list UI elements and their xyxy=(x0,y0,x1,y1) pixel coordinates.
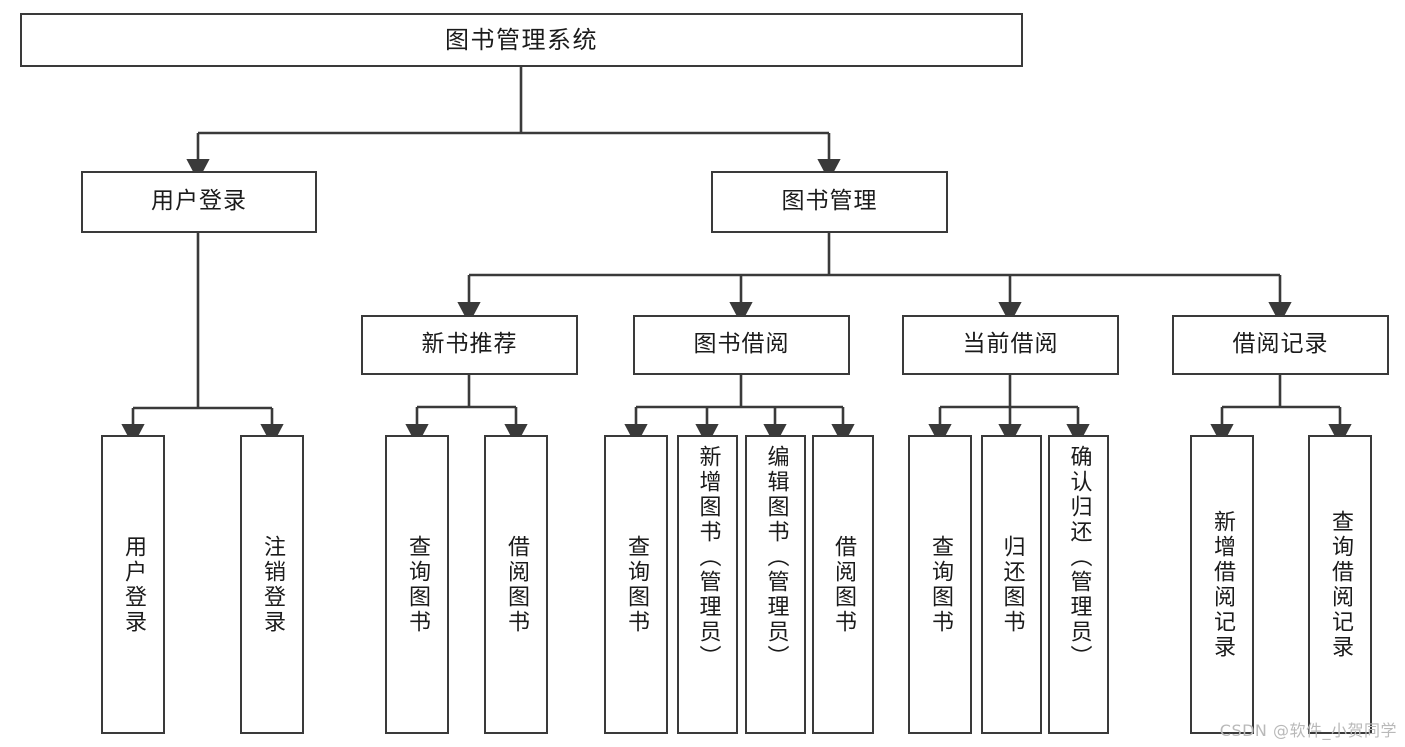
node-leaf-borrow-book-2[interactable]: 借阅图书 xyxy=(812,435,874,734)
node-book-borrow[interactable]: 图书借阅 xyxy=(633,315,850,375)
node-label: 借阅图书 xyxy=(504,534,529,635)
node-leaf-add-record[interactable]: 新增借阅记录 xyxy=(1190,435,1254,734)
node-label: 新书推荐 xyxy=(421,331,518,358)
node-label: 查询图书 xyxy=(928,534,953,635)
node-label: 编辑图书（管理员） xyxy=(763,445,789,670)
node-label: 用户登录 xyxy=(121,534,146,635)
node-leaf-query-book-2[interactable]: 查询图书 xyxy=(604,435,668,734)
node-label: 当前借阅 xyxy=(962,331,1059,358)
node-new-book-recommend[interactable]: 新书推荐 xyxy=(361,315,578,375)
watermark-text: CSDN @软件_小贺同学 xyxy=(1219,721,1397,740)
node-label: 新增图书（管理员） xyxy=(695,445,721,670)
node-label: 确认归还（管理员） xyxy=(1066,445,1092,670)
node-label: 图书管理系统 xyxy=(445,25,598,54)
node-label: 注销登录 xyxy=(260,534,285,635)
node-leaf-return-book[interactable]: 归还图书 xyxy=(981,435,1042,734)
node-label: 图书管理 xyxy=(781,188,878,215)
node-leaf-logout-login[interactable]: 注销登录 xyxy=(240,435,304,734)
node-leaf-user-login[interactable]: 用户登录 xyxy=(101,435,165,734)
node-book-manage[interactable]: 图书管理 xyxy=(711,171,948,233)
node-label: 新增借阅记录 xyxy=(1210,509,1235,660)
node-label: 归还图书 xyxy=(999,534,1025,635)
node-label: 借阅图书 xyxy=(831,534,856,635)
node-label: 借阅记录 xyxy=(1232,331,1329,358)
node-label: 查询图书 xyxy=(624,534,649,635)
node-user-login[interactable]: 用户登录 xyxy=(81,171,317,233)
node-label: 查询图书 xyxy=(405,534,430,635)
node-leaf-edit-book[interactable]: 编辑图书（管理员） xyxy=(745,435,806,734)
node-current-borrow[interactable]: 当前借阅 xyxy=(902,315,1119,375)
node-root-system[interactable]: 图书管理系统 xyxy=(20,13,1023,67)
node-leaf-borrow-book-1[interactable]: 借阅图书 xyxy=(484,435,548,734)
node-leaf-query-record[interactable]: 查询借阅记录 xyxy=(1308,435,1372,734)
node-label: 查询借阅记录 xyxy=(1328,509,1353,660)
node-leaf-query-book-3[interactable]: 查询图书 xyxy=(908,435,972,734)
node-leaf-confirm-return[interactable]: 确认归还（管理员） xyxy=(1048,435,1109,734)
node-label: 图书借阅 xyxy=(693,331,790,358)
node-label: 用户登录 xyxy=(151,188,247,215)
node-leaf-query-book-1[interactable]: 查询图书 xyxy=(385,435,449,734)
node-borrow-record[interactable]: 借阅记录 xyxy=(1172,315,1389,375)
node-leaf-add-book[interactable]: 新增图书（管理员） xyxy=(677,435,738,734)
